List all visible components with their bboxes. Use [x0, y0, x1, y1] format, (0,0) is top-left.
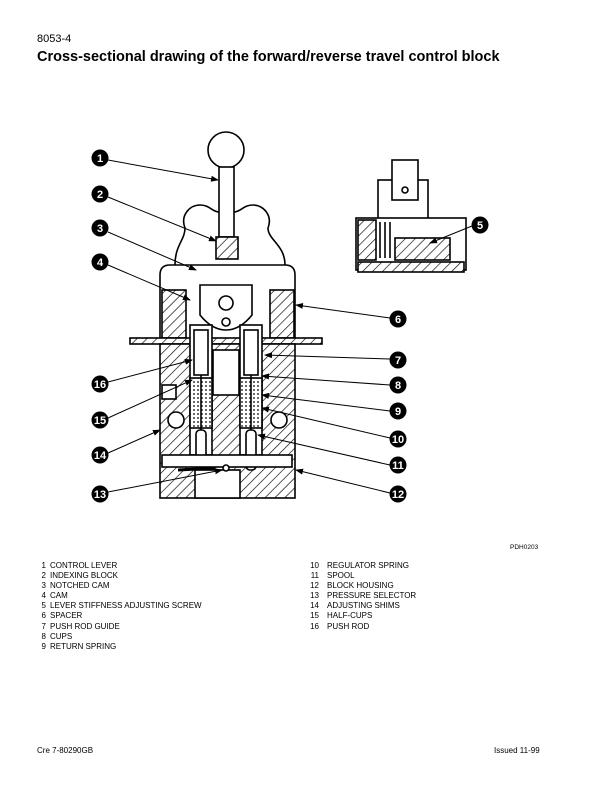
legend-label: CAM: [50, 591, 68, 601]
svg-text:7: 7: [395, 355, 401, 367]
callout-10: 10: [389, 430, 407, 448]
legend-item: 4 CAM: [37, 591, 202, 601]
svg-text:8: 8: [395, 380, 401, 392]
figure-code: PDH0203: [510, 544, 539, 551]
legend-number: 10: [310, 561, 319, 570]
legend-item: 10 REGULATOR SPRING: [310, 561, 416, 571]
callout-14: 14: [91, 446, 109, 464]
svg-text:6: 6: [395, 314, 401, 326]
legend-left: 1 CONTROL LEVER 2 INDEXING BLOCK 3 NOTCHED …: [37, 561, 202, 652]
legend-item: 7 PUSH ROD GUIDE: [37, 622, 202, 632]
callout-7: 7: [389, 351, 407, 369]
cross-section-drawing: 1 2 3 4 5 6 7 8 9 10 11 12 13 14 15 16: [91, 131, 489, 503]
callout-4: 4: [91, 253, 109, 271]
legend-item: 3 NOTCHED CAM: [37, 581, 202, 591]
callout-8: 8: [389, 376, 407, 394]
legend-label: REGULATOR SPRING: [327, 561, 409, 570]
svg-text:9: 9: [395, 406, 401, 418]
legend-item: 15 HALF-CUPS: [310, 611, 416, 621]
footer-document-ref: Cre 7-80290GB: [37, 746, 94, 755]
legend-number: 12: [310, 581, 319, 591]
legend-item: 16 PUSH ROD: [310, 622, 416, 632]
legend-item: 11 SPOOL: [310, 571, 416, 581]
legend-item: 2 INDEXING BLOCK: [37, 571, 202, 581]
svg-text:3: 3: [97, 223, 103, 235]
legend-number: 4: [41, 591, 46, 601]
legend-number: 15: [310, 611, 319, 621]
legend-item: 9 RETURN SPRING: [37, 642, 202, 652]
inset-detail-drawing: [355, 159, 467, 273]
legend-label: LEVER STIFFNESS ADJUSTING SCREW: [50, 601, 202, 611]
legend-label: PUSH ROD GUIDE: [50, 621, 120, 631]
legend-number: 16: [310, 621, 319, 631]
legend-number: 11: [310, 571, 319, 581]
legend-number: 8: [41, 631, 46, 641]
legend-item: 13 PRESSURE SELECTOR: [310, 591, 416, 601]
svg-text:10: 10: [392, 434, 404, 446]
legend-label: PRESSURE SELECTOR: [327, 591, 417, 601]
legend-label: CONTROL LEVER: [50, 561, 118, 570]
legend-label: HALF-CUPS: [327, 611, 373, 621]
document-number: 8053-4: [37, 33, 72, 45]
svg-text:15: 15: [94, 415, 106, 427]
callout-13: 13: [91, 485, 109, 503]
legend-label: BLOCK HOUSING: [327, 581, 394, 591]
legend-label: ADJUSTING SHIMS: [327, 601, 400, 611]
legend-number: 1: [41, 561, 46, 570]
control-block-body: [129, 131, 323, 499]
footer-issue-date: Issued 11-99: [494, 746, 540, 755]
callout-2: 2: [91, 185, 109, 203]
legend-item: 14 ADJUSTING SHIMS: [310, 601, 416, 611]
legend-number: 9: [41, 641, 46, 651]
callout-15: 15: [91, 411, 109, 429]
legend-number: 2: [41, 571, 46, 581]
legend-label: PUSH ROD: [327, 621, 370, 631]
svg-text:1: 1: [97, 153, 103, 165]
callout-3: 3: [91, 219, 109, 237]
svg-text:13: 13: [94, 489, 106, 501]
legend-label: CUPS: [50, 631, 73, 641]
svg-text:16: 16: [94, 379, 106, 391]
legend-number: 5: [41, 601, 46, 611]
legend-label: NOTCHED CAM: [50, 581, 110, 591]
callout-6: 6: [389, 310, 407, 328]
svg-text:12: 12: [392, 489, 404, 501]
legend-label: SPOOL: [327, 571, 355, 581]
page-title: Cross-sectional drawing of the forward/r…: [37, 49, 500, 65]
callout-12: 12: [389, 485, 407, 503]
leader-lines: [107, 159, 473, 494]
callout-1: 1: [91, 149, 109, 167]
legend-item: 6 SPACER: [37, 611, 202, 621]
legend-number: 14: [310, 601, 319, 611]
svg-text:4: 4: [97, 257, 104, 269]
legend-number: 6: [41, 611, 46, 621]
callout-16: 16: [91, 375, 109, 393]
callout-11: 11: [389, 456, 407, 474]
svg-text:14: 14: [94, 450, 107, 462]
legend-number: 13: [310, 591, 319, 601]
legend-label: RETURN SPRING: [50, 641, 117, 651]
legend-item: 1 CONTROL LEVER: [37, 561, 202, 571]
callout-9: 9: [389, 402, 407, 420]
legend-number: 3: [41, 581, 46, 591]
legend-label: INDEXING BLOCK: [50, 571, 119, 581]
legend-item: 8 CUPS: [37, 632, 202, 642]
legend-label: SPACER: [50, 611, 83, 621]
legend-right: 10 REGULATOR SPRING 11 SPOOL 12 BLOCK HOUSI…: [310, 561, 416, 632]
callout-markers: 1 2 3 4 5 6 7 8 9 10 11 12 13 14 15 16: [91, 149, 489, 503]
callout-5: 5: [471, 216, 489, 234]
legend-item: 5 LEVER STIFFNESS ADJUSTING SCREW: [37, 601, 202, 611]
legend-item: 12 BLOCK HOUSING: [310, 581, 416, 591]
svg-text:11: 11: [392, 460, 404, 472]
legend-number: 7: [41, 621, 46, 631]
svg-text:5: 5: [477, 220, 483, 232]
svg-text:2: 2: [97, 189, 103, 201]
